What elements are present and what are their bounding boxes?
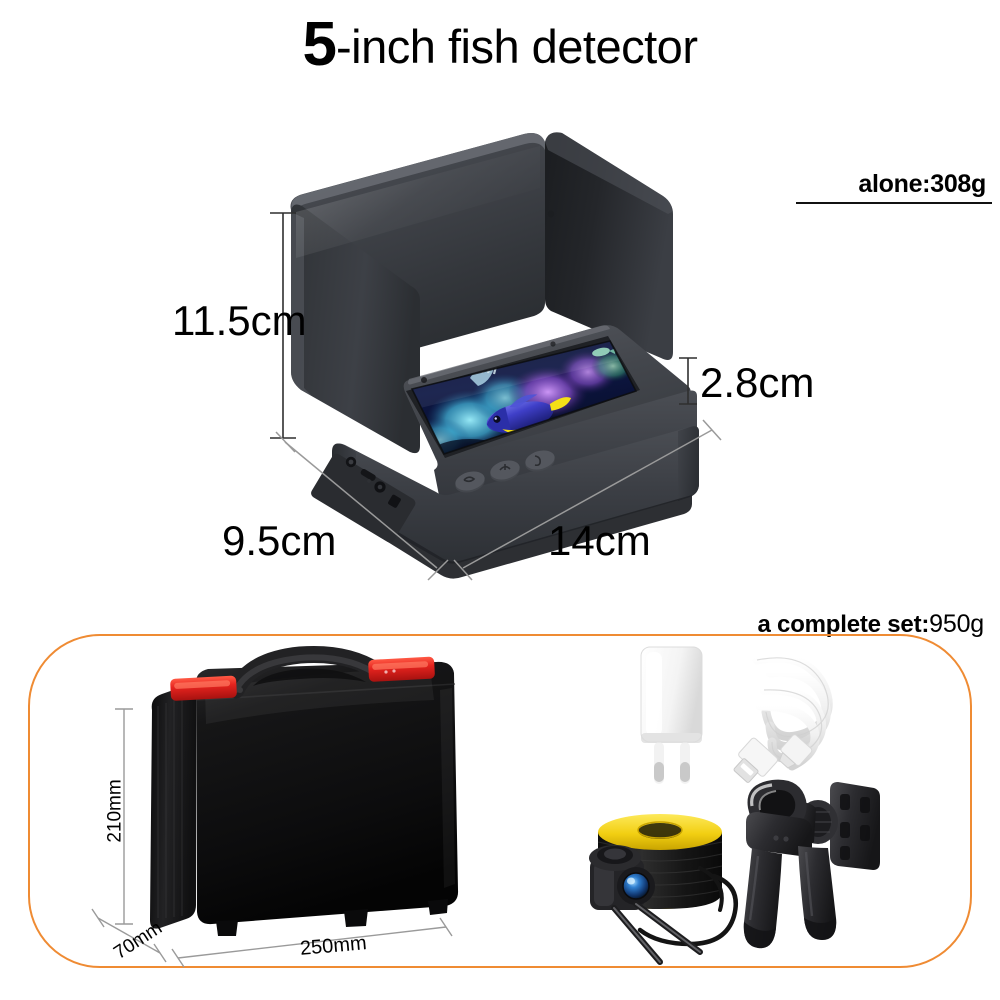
- dimension-label-width: 14cm: [548, 517, 651, 564]
- weight-alone-label: alone:308g: [858, 170, 986, 198]
- screen-outline: [410, 340, 638, 455]
- monitor-left-endcap: [332, 443, 356, 507]
- screen-bezel: [406, 336, 640, 458]
- page-title-number: 5: [302, 10, 337, 79]
- weight-complete-set-prefix: a complete set:: [757, 611, 930, 638]
- dimension-label-case-height: 210mm: [104, 779, 126, 843]
- hood-hinge-pin-left: [421, 377, 427, 383]
- accessory-panel-border: [28, 634, 972, 968]
- power-button[interactable]: [453, 468, 487, 495]
- dc-jack-icon: [374, 481, 386, 493]
- hood-gloss: [296, 146, 540, 258]
- dimtick-width-end: [702, 419, 722, 441]
- micro-usb-port-icon: [360, 468, 376, 481]
- control-buttons[interactable]: [453, 447, 557, 495]
- dimension-label-height: 11.5cm: [172, 297, 307, 344]
- hood-hinge-pin-right: [550, 341, 556, 347]
- weight-complete-set-badge: a complete set:950g: [757, 610, 984, 639]
- dimension-label-depth: 9.5cm: [222, 517, 337, 564]
- hood-right-flap-edge: [545, 132, 672, 214]
- lcd-screen: [412, 341, 636, 454]
- page-title-rest: -inch fish detector: [336, 20, 698, 73]
- striped-coral: [470, 360, 499, 386]
- dimension-label-thickness: 2.8cm: [700, 359, 815, 406]
- weight-alone-badge: alone:308g: [796, 170, 992, 204]
- hood-right-flap: [545, 132, 673, 360]
- monitor-top-deck: [403, 325, 691, 463]
- background-fish: [592, 347, 616, 357]
- hood-hinge-screw: [547, 210, 555, 218]
- hood-hinge-bar: [408, 325, 610, 385]
- mode-button[interactable]: [523, 447, 557, 474]
- dimtick-width-start: [453, 559, 473, 581]
- dimtick-depth-end: [427, 559, 449, 581]
- hood-top-edge: [291, 133, 545, 216]
- weight-complete-set-value: 950g: [929, 610, 984, 638]
- antenna-port-icon: [345, 456, 357, 468]
- hood-left-flap: [291, 204, 420, 454]
- port-cluster: [345, 456, 401, 508]
- blue-tang-fish: [486, 394, 572, 435]
- small-yellow-fish: [413, 418, 428, 429]
- monitor-dimension-lines: [270, 212, 697, 439]
- led-indicator-icon: [367, 479, 371, 483]
- menu-button[interactable]: [488, 457, 522, 484]
- monitor-right-side: [678, 426, 699, 501]
- card-slot-icon: [388, 494, 401, 508]
- hood-back-panel: [290, 133, 545, 380]
- page-title: 5-inch fish detector: [0, 14, 1000, 76]
- monitor-footprint-lines: [275, 419, 722, 581]
- weight-alone-underline: [796, 202, 992, 204]
- dimtick-depth-start: [275, 431, 296, 453]
